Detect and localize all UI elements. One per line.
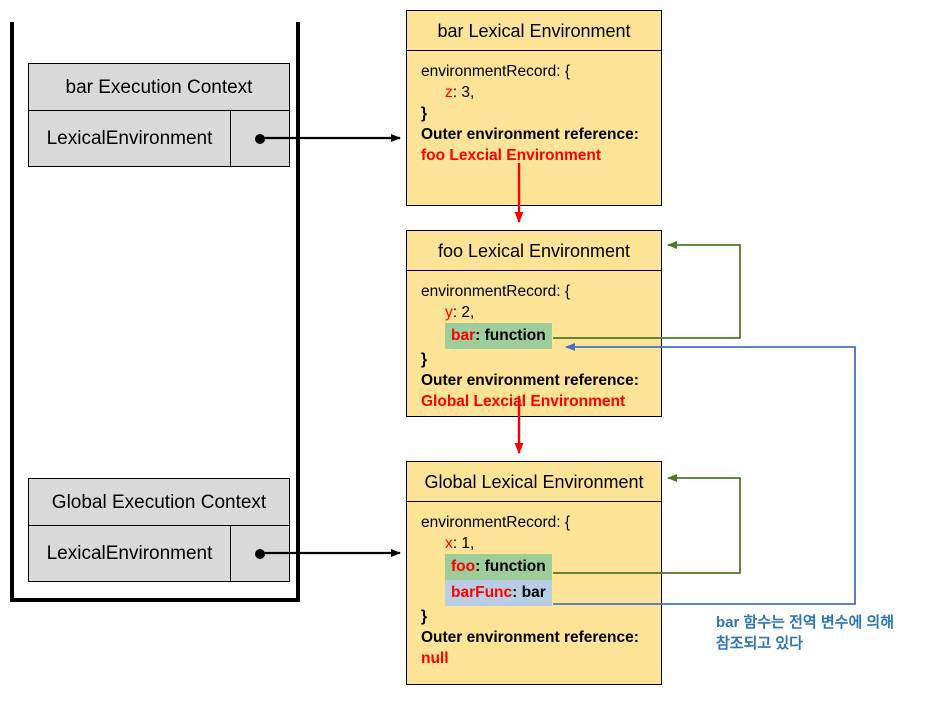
env-record-close: } xyxy=(421,608,428,625)
outer-reference-label: Outer environment reference: xyxy=(421,372,639,389)
lexical-environment-foo: foo Lexical Environment environmentRecor… xyxy=(406,230,662,417)
binding-foo-key: foo xyxy=(451,558,476,575)
binding-bar-highlight: bar: function xyxy=(445,323,552,349)
binding-bar-value: : function xyxy=(475,327,546,344)
lexical-environment-bar: bar Lexical Environment environmentRecor… xyxy=(406,10,662,206)
execution-context-bar-title: bar Execution Context xyxy=(29,64,289,111)
binding-foo-row: foo: function xyxy=(421,554,661,580)
lexical-environment-global-body: environmentRecord: { x: 1, foo: function… xyxy=(407,502,661,669)
outer-reference-value: Global Lexcial Environment xyxy=(421,393,626,410)
binding-x: x: 1, xyxy=(421,533,661,554)
execution-context-global-title: Global Execution Context xyxy=(29,479,289,526)
annotation-bar-referenced-by-global: bar 함수는 전역 변수에 의해 참조되고 있다 xyxy=(716,612,931,654)
annotation-line-2: 참조되고 있다 xyxy=(716,635,803,652)
binding-z-key: z xyxy=(445,84,453,101)
binding-z-value: : 3, xyxy=(452,84,475,101)
outer-reference-value: foo Lexcial Environment xyxy=(421,147,602,164)
execution-context-bar-pointer-cell xyxy=(231,111,289,166)
binding-y-value: : 2, xyxy=(452,304,475,321)
env-record-close: } xyxy=(421,351,428,368)
env-record-open: environmentRecord: { xyxy=(421,63,571,80)
execution-context-bar-row: LexicalEnvironment xyxy=(29,111,289,166)
env-record-open: environmentRecord: { xyxy=(421,283,571,300)
execution-context-global-lexenv-label: LexicalEnvironment xyxy=(29,526,231,581)
execution-context-bar: bar Execution Context LexicalEnvironment xyxy=(28,63,290,167)
binding-z: z: 3, xyxy=(421,82,661,103)
execution-context-global-pointer-cell xyxy=(231,526,289,581)
execution-context-global-row: LexicalEnvironment xyxy=(29,526,289,581)
binding-x-key: x xyxy=(445,535,453,552)
binding-barfunc-highlight: barFunc: bar xyxy=(445,580,552,606)
lexical-environment-bar-title: bar Lexical Environment xyxy=(407,11,661,51)
binding-bar-row: bar: function xyxy=(421,323,661,349)
binding-foo-highlight: foo: function xyxy=(445,554,552,580)
lexical-environment-bar-body: environmentRecord: { z: 3, } Outer envir… xyxy=(407,51,661,166)
outer-reference-label: Outer environment reference: xyxy=(421,126,639,143)
env-record-open: environmentRecord: { xyxy=(421,514,571,531)
lexical-environment-global: Global Lexical Environment environmentRe… xyxy=(406,461,662,685)
pointer-dot-icon xyxy=(255,548,265,559)
binding-barfunc-value: : bar xyxy=(512,584,546,601)
binding-barfunc-key: barFunc xyxy=(451,584,513,601)
binding-barfunc-row: barFunc: bar xyxy=(421,580,661,606)
lexical-environment-global-title: Global Lexical Environment xyxy=(407,462,661,502)
binding-y: y: 2, xyxy=(421,302,661,323)
env-record-close: } xyxy=(421,105,428,122)
binding-bar-key: bar xyxy=(451,327,476,344)
pointer-dot-icon xyxy=(255,133,265,144)
annotation-line-1: bar 함수는 전역 변수에 의해 xyxy=(716,614,895,631)
call-stack-container xyxy=(10,22,300,602)
binding-y-key: y xyxy=(445,304,453,321)
binding-x-value: : 1, xyxy=(452,535,475,552)
lexical-environment-foo-title: foo Lexical Environment xyxy=(407,231,661,271)
execution-context-bar-lexenv-label: LexicalEnvironment xyxy=(29,111,231,166)
binding-foo-value: : function xyxy=(475,558,546,575)
lexical-environment-foo-body: environmentRecord: { y: 2, bar: function… xyxy=(407,271,661,412)
execution-context-global: Global Execution Context LexicalEnvironm… xyxy=(28,478,290,582)
outer-reference-label: Outer environment reference: xyxy=(421,629,639,646)
outer-reference-value: null xyxy=(421,650,449,667)
